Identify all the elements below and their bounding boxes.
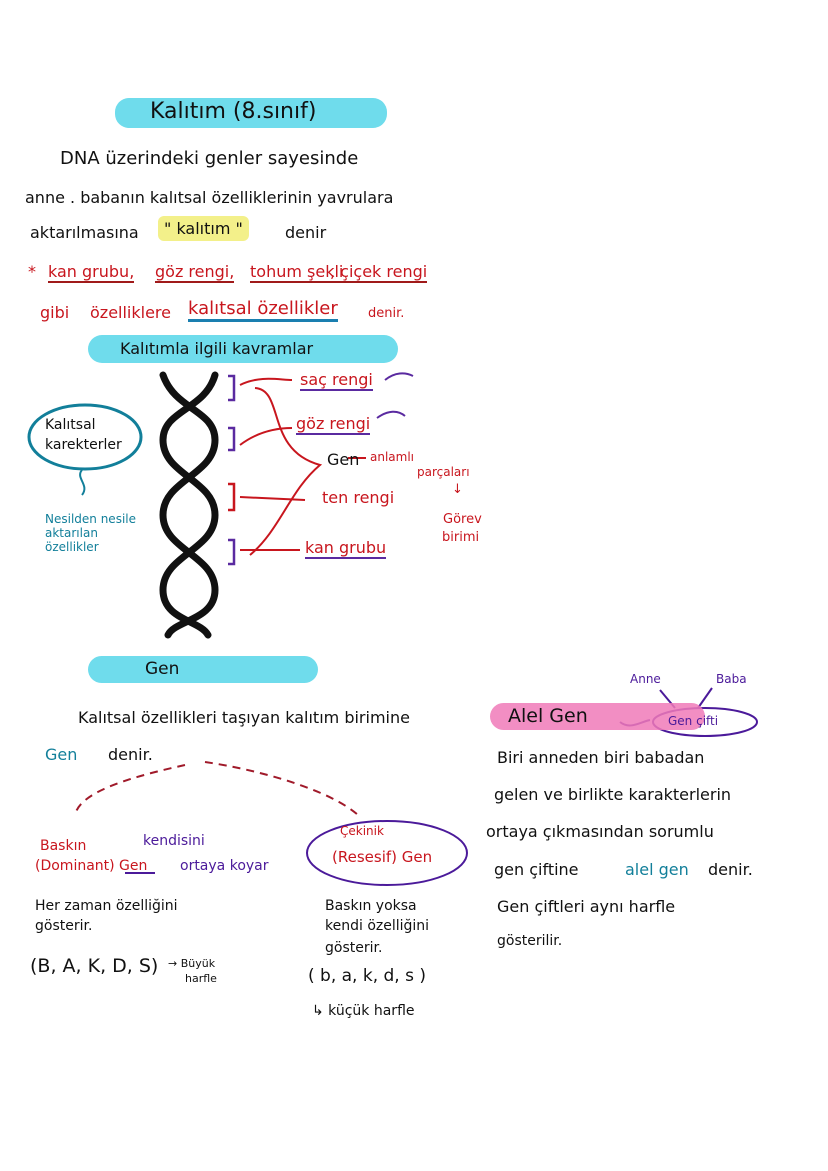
alel-line-5: Gen çiftleri aynı harfle: [497, 897, 676, 916]
intro-line-3b: denir: [285, 223, 327, 242]
bubble-arrow: [79, 469, 86, 496]
trait-arrows: [239, 377, 366, 556]
examples-gibi: gibi: [40, 303, 70, 322]
recessive-letters-note: ↳ küçük harfle: [312, 1003, 415, 1019]
bubble-note: Nesilden nesile aktarılan özellikler: [45, 512, 136, 554]
gen-denir: denir.: [108, 745, 153, 764]
alel-mother: Anne: [630, 672, 661, 686]
alel-line-4b: denir.: [708, 860, 753, 879]
recessive-title-2: (Resesif) Gen: [332, 848, 433, 866]
dominant-title-1: Baskın: [40, 838, 87, 854]
gen-desc-arrow: ↓: [452, 482, 463, 497]
examples-denir: denir.: [368, 306, 405, 321]
alel-highlight: [490, 703, 705, 730]
intro-line-2: anne . babanın kalıtsal özelliklerinin y…: [25, 188, 394, 207]
dominant-note-2: ortaya koyar: [180, 858, 269, 874]
example-4: , çiçek rengi: [330, 262, 428, 283]
intro-line-1: DNA üzerindeki genler sayesinde: [60, 148, 359, 169]
alel-line-3: ortaya çıkmasından sorumlu: [486, 822, 714, 841]
trait-side-arrows: [376, 372, 414, 419]
gen-heading: Gen: [145, 659, 180, 679]
recessive-title-1: Çekinik: [340, 824, 384, 838]
intro-line-3a: aktarılmasına: [30, 223, 139, 242]
recessive-desc-2: kendi özelliğini: [325, 918, 430, 934]
dominant-letters-note-1: → Büyük: [168, 957, 216, 970]
title-highlight: [115, 98, 387, 128]
page-title: Kalıtım (8.sınıf): [150, 99, 317, 124]
gen-desc-1: anlamlı: [370, 450, 415, 464]
bubble-text: Kalıtsal karekterler: [45, 417, 122, 453]
trait-kan-grubu: kan grubu: [305, 538, 387, 559]
dominant-note-1: kendisini: [143, 833, 205, 849]
alel-line-4-term: alel gen: [625, 860, 689, 879]
alel-line-1: Biri anneden biri babadan: [497, 748, 705, 767]
example-3: tohum şekli: [250, 262, 344, 283]
alel-father: Baba: [716, 672, 747, 686]
concepts-highlight: [88, 335, 398, 363]
recessive-desc-3: gösterir.: [325, 940, 383, 956]
dominant-letters: (B, A, K, D, S): [30, 955, 159, 977]
dominant-desc-1: Her zaman özelliğini: [35, 898, 178, 914]
dominant-desc-2: gösterir.: [35, 918, 93, 934]
alel-pair: Gen çifti: [668, 714, 719, 728]
example-1: kan grubu,: [48, 262, 135, 283]
bubble-outline: [27, 403, 143, 471]
trait-ten-rengi: ten rengi: [322, 488, 395, 507]
alel-line-6: gösterilir.: [497, 933, 563, 949]
gen-desc-2: parçaları: [417, 465, 470, 479]
example-2: göz rengi,: [155, 262, 235, 283]
kalitsal-ozellikler-term: kalıtsal özellikler: [188, 298, 338, 322]
gen-term: Gen: [45, 745, 78, 764]
dashed-arrow-right: [204, 761, 359, 816]
gen-desc-3: Görev: [443, 512, 482, 527]
dashed-arrow-left: [74, 764, 186, 816]
alel-line-2: gelen ve birlikte karakterlerin: [494, 785, 732, 804]
concepts-heading: Kalıtımla ilgili kavramlar: [120, 339, 314, 358]
trait-goz-rengi: göz rengi: [296, 414, 371, 435]
trait-sac-rengi: saç rengi: [300, 370, 373, 391]
gen-definition: Kalıtsal özellikleri taşıyan kalıtım bir…: [78, 708, 410, 727]
star: *: [28, 262, 36, 281]
dominant-letters-note-2: harfle: [185, 972, 217, 985]
gen-desc-4: birimi: [442, 530, 480, 545]
gen-highlight: [88, 656, 318, 683]
brackets: [228, 374, 236, 566]
kalitim-term: " kalıtım ": [158, 216, 249, 241]
gen-label: Gen: [327, 450, 360, 469]
alel-line-4a: gen çiftine: [494, 860, 579, 879]
alel-heading: Alel Gen: [508, 705, 588, 727]
recessive-desc-1: Baskın yoksa: [325, 898, 417, 914]
dna-helix: [159, 371, 219, 639]
examples-ozelliklere: özelliklere: [90, 303, 171, 322]
dominant-title-2: (Dominant) Gen: [35, 858, 148, 874]
recessive-letters: ( b, a, k, d, s ): [308, 966, 427, 986]
bracket-red: [228, 482, 236, 512]
recessive-ellipse: [306, 820, 468, 886]
